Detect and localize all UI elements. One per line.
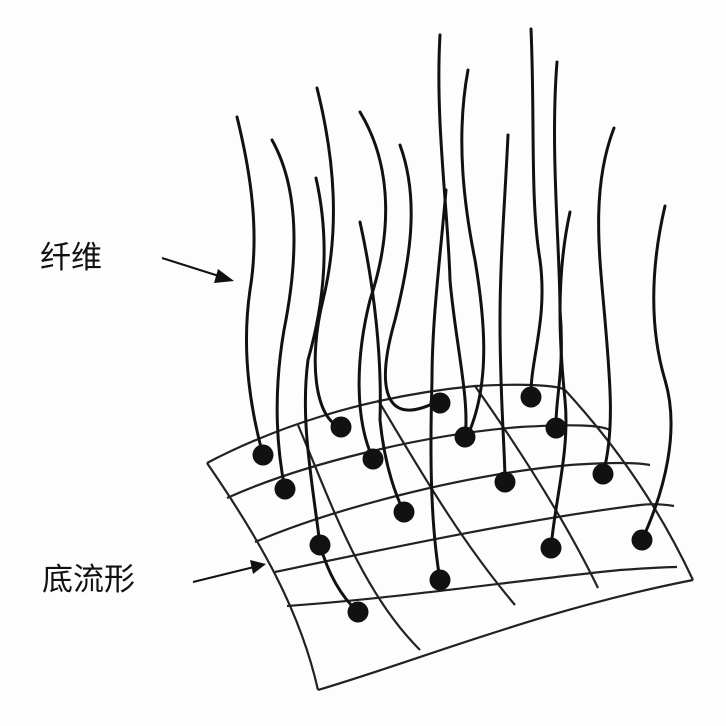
fiber-16 bbox=[640, 204, 673, 542]
fiber-11 bbox=[498, 133, 510, 484]
fiber-base-point-8 bbox=[429, 569, 451, 591]
fiber-3 bbox=[313, 86, 343, 429]
grid-row-line-4 bbox=[274, 503, 675, 574]
fiber-arrow-line bbox=[161, 257, 223, 278]
grid-row-line-6 bbox=[317, 578, 694, 692]
fiber-base-point-13 bbox=[540, 537, 562, 559]
fiber-7 bbox=[384, 143, 442, 412]
fiber-base-point-15 bbox=[631, 529, 653, 551]
fiber-base-points bbox=[252, 386, 653, 623]
grid-column-line-4 bbox=[474, 385, 599, 589]
fiber-base-point-2 bbox=[274, 478, 296, 500]
fiber-12 bbox=[529, 27, 544, 399]
grid-column-line-3 bbox=[377, 399, 516, 606]
base-manifold-label: 底流形 bbox=[42, 562, 135, 598]
base-arrow-line bbox=[192, 566, 255, 583]
fiber-base-point-3 bbox=[330, 416, 352, 438]
fiber-2 bbox=[270, 138, 296, 491]
fiber-14 bbox=[549, 210, 572, 550]
grid-column-line-1 bbox=[206, 462, 320, 691]
base-arrow-head bbox=[250, 560, 266, 574]
fiber-1 bbox=[235, 115, 265, 457]
fibers-group bbox=[235, 27, 673, 614]
fiber-9 bbox=[429, 188, 448, 582]
grid-column-line-5 bbox=[564, 389, 694, 581]
fiber-base-point-16 bbox=[347, 601, 369, 623]
fiber-10 bbox=[460, 68, 486, 432]
base-manifold-grid bbox=[206, 383, 694, 692]
arrows-group bbox=[161, 257, 266, 583]
fiber-base-point-4 bbox=[309, 534, 331, 556]
fiber-base-point-6 bbox=[393, 501, 415, 523]
fiber-6 bbox=[358, 220, 406, 514]
fiber-13 bbox=[553, 60, 563, 430]
fiber-5 bbox=[357, 110, 388, 461]
fiber-base-point-10 bbox=[494, 471, 516, 493]
fiber-arrow-head bbox=[214, 269, 234, 283]
fiber-base-point-12 bbox=[545, 417, 567, 439]
grid-column-line-2 bbox=[296, 424, 421, 651]
fiber-8 bbox=[437, 33, 468, 439]
fiber-4 bbox=[303, 176, 326, 547]
fiber-base-point-7 bbox=[429, 392, 451, 414]
fiber-15 bbox=[597, 126, 616, 476]
fiber-base-point-5 bbox=[362, 448, 384, 470]
fiber-base-point-14 bbox=[592, 463, 614, 485]
grid-row-line-5 bbox=[286, 565, 678, 608]
fiber-base-point-11 bbox=[520, 386, 542, 408]
fiber-base-point-9 bbox=[454, 426, 476, 448]
fiber-base-point-1 bbox=[252, 444, 274, 466]
fiber-label: 纤维 bbox=[40, 240, 102, 276]
